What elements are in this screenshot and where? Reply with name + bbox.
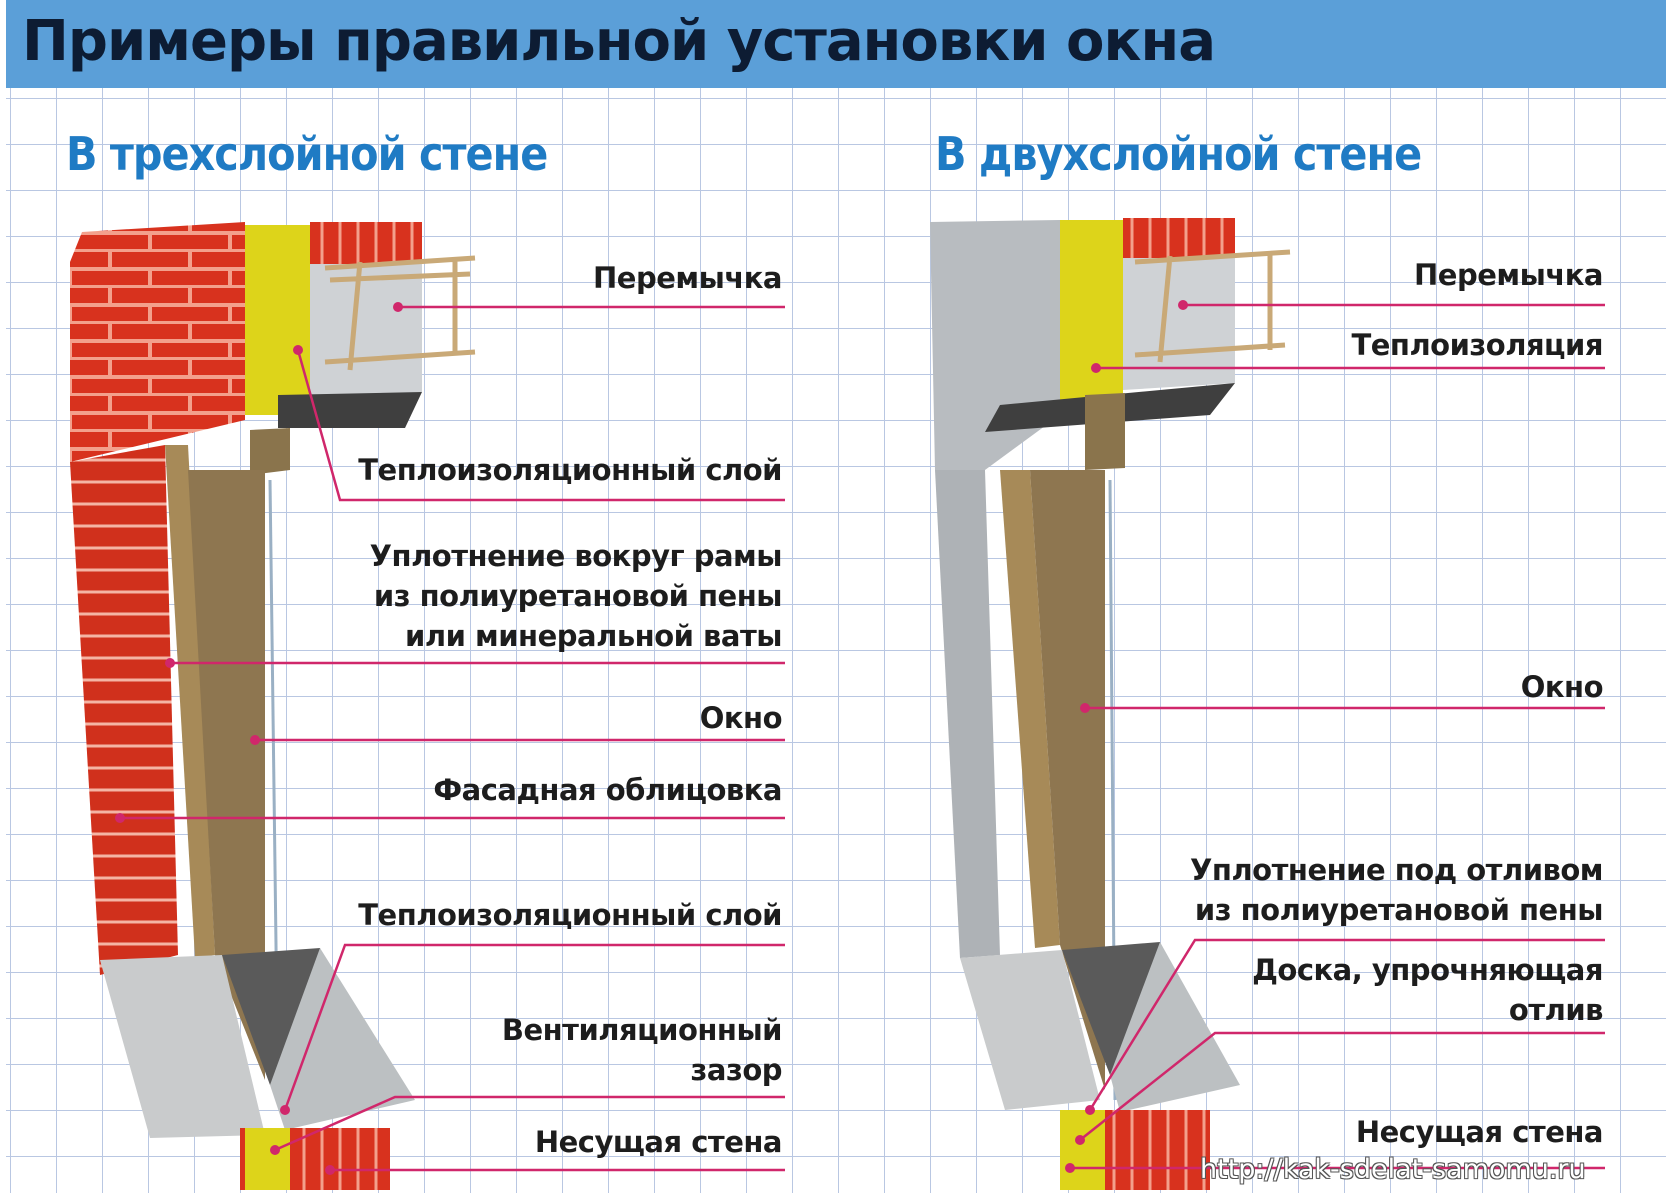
window-frame-head-right xyxy=(1085,393,1125,470)
leader-dots xyxy=(115,300,1188,1175)
window-frame-head xyxy=(250,428,290,475)
label-seal-left: Уплотнение вокруг рамы из полиуретановой… xyxy=(369,539,783,653)
insulation-top xyxy=(1060,220,1123,405)
sill-board-right xyxy=(960,950,1100,1110)
label-lintel-right: Перемычка xyxy=(1414,258,1603,292)
concrete-wall-lower xyxy=(935,470,1000,958)
label-window-left: Окно xyxy=(699,701,783,735)
rebar-cage-right xyxy=(1134,249,1291,363)
label-bearing-wall-left: Несущая стена xyxy=(534,1125,783,1159)
leader-vent-left xyxy=(274,1095,785,1152)
lintel-concrete-right xyxy=(1123,258,1235,390)
insulation-layer-bottom xyxy=(245,1128,290,1190)
facade-brick-upper xyxy=(70,222,245,462)
label-facade-left: Фасадная облицовка xyxy=(433,773,782,807)
label-insulation-right: Теплоизоляция xyxy=(1351,328,1603,362)
leader-lines xyxy=(120,303,1605,1172)
leader-board-right xyxy=(1079,1031,1605,1141)
page-title: Примеры правильной установки окна xyxy=(22,9,1216,74)
window-sill-board xyxy=(100,955,265,1138)
window-frame-left-right xyxy=(1000,470,1060,948)
label-vent-gap-left: Вентиляционный зазор xyxy=(501,1013,783,1087)
lintel-bricks xyxy=(310,222,422,264)
label-insulation-bottom-left: Теплоизоляционный слой xyxy=(358,898,782,932)
lintel-underside xyxy=(278,392,422,428)
window-frame-left xyxy=(165,445,215,958)
window-frame-inner xyxy=(188,470,265,1080)
source-url: http://kak-sdelat-samomu.ru xyxy=(1200,1154,1586,1185)
lintel-concrete xyxy=(310,264,422,398)
window-sill-outer xyxy=(270,948,415,1130)
insulation-layer-top xyxy=(245,225,310,415)
rebar-cage xyxy=(324,255,476,371)
two-layer-wall-illustration xyxy=(930,218,1291,1190)
label-seal-sill-right: Уплотнение под отливом из полиуретановой… xyxy=(1190,853,1603,927)
leader-insulation-bottom-left xyxy=(283,943,785,1111)
leader-insulation-top-left xyxy=(296,349,785,502)
title-bar xyxy=(6,0,1666,88)
subtitle-two-layer: В двухслойной стене xyxy=(935,127,1422,181)
label-lintel-left: Перемычка xyxy=(593,261,782,295)
subtitle-three-layer: В трехслойной стене xyxy=(66,127,548,181)
three-layer-wall-illustration xyxy=(70,222,476,1190)
window-frame-inner-right xyxy=(1030,470,1105,1090)
sill-outer-right xyxy=(1110,942,1240,1112)
leader-seal-right xyxy=(1088,938,1605,1111)
facade-brick-lower xyxy=(70,445,178,975)
label-window-right: Окно xyxy=(1520,670,1604,704)
label-bearing-wall-right: Несущая стена xyxy=(1355,1115,1604,1149)
insulation-bottom-right xyxy=(1060,1110,1105,1190)
label-insulation-top-left: Теплоизоляционный слой xyxy=(358,453,782,487)
lintel-bricks-right xyxy=(1123,218,1235,258)
label-board-right: Доска, упрочняющая отлив xyxy=(1252,953,1603,1027)
